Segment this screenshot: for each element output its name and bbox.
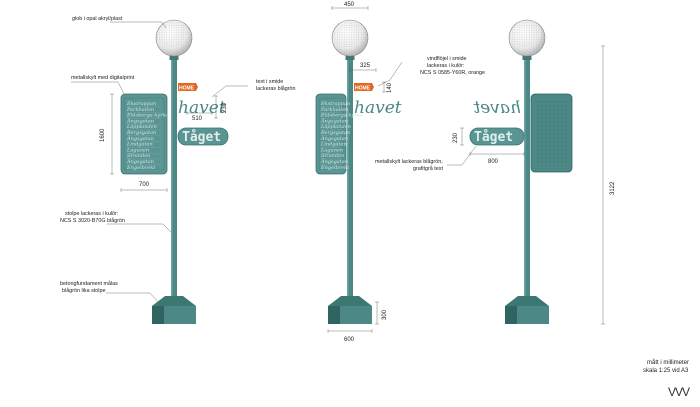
- panel-row: Ängsgatan: [126, 117, 154, 124]
- panel-row: Parkhallen: [320, 107, 348, 113]
- label-betong-2: blågrön lika stolpe: [62, 287, 105, 294]
- panel-row: Eldsberga kyrka: [126, 113, 169, 119]
- right-globe: [508, 19, 546, 57]
- svg-text:140: 140: [387, 82, 393, 93]
- panel-row: Ängsgatan: [320, 158, 348, 165]
- panel-row: Lagunen: [126, 147, 149, 153]
- panel-row: Lindgatan: [126, 142, 153, 148]
- panel-row: Engelbrekt: [126, 165, 156, 171]
- panel-row: Stranden: [321, 153, 344, 159]
- label-skylt2-1: metallskylt lackeras blågrön,: [375, 158, 443, 165]
- label-text-smide-2: lackeras blågrön: [256, 85, 296, 92]
- label-stolpe-2: NCS S 3020-B70G blågrön: [60, 217, 125, 224]
- right-havet-text: havet: [473, 98, 521, 118]
- panel-row: Eldsberga kyrka: [320, 113, 363, 119]
- middle-foundation: [328, 296, 372, 324]
- left-home-vane: HOME: [178, 83, 198, 91]
- left-taget-sign: Tåget: [177, 127, 229, 146]
- right-taget-sign: Tåget: [469, 127, 525, 146]
- label-skylt2-2: grafitgrå text: [413, 165, 443, 172]
- panel-row: Ängsgatan: [126, 158, 154, 165]
- left-pole: [171, 58, 177, 302]
- label-vindflojel-3: NCS S 0585-Y60R, orange: [420, 70, 485, 76]
- svg-text:300: 300: [382, 309, 388, 320]
- svg-text:230: 230: [453, 132, 459, 143]
- left-globe: [155, 19, 193, 57]
- svg-text:Tåget: Tåget: [182, 130, 221, 145]
- svg-text:700: 700: [139, 182, 150, 188]
- middle-globe: [331, 19, 369, 57]
- panel-row: Ängsgatan: [126, 135, 154, 142]
- label-vindflojel-1: vindflöjel i smide: [427, 56, 467, 62]
- svg-text:HOME: HOME: [179, 85, 195, 91]
- svg-text:HOME: HOME: [355, 85, 371, 91]
- left-dimensions: [110, 93, 218, 192]
- svg-text:800: 800: [488, 159, 499, 165]
- label-text-smide-1: text i smide: [256, 79, 283, 85]
- svg-text:325: 325: [360, 63, 371, 69]
- panel-row: Läpplanden: [126, 124, 157, 130]
- svg-text:Tåget: Tåget: [474, 130, 513, 145]
- label-vindflojel-2: lackeras i kulör:: [427, 63, 464, 69]
- footer-logo: VVV: [668, 385, 690, 399]
- panel-row: Lindgatan: [320, 142, 347, 148]
- panel-row: Parkhallen: [126, 107, 154, 113]
- panel-row: Bergsgatan: [320, 130, 350, 136]
- label-glob: glob i opal akryl/plast: [72, 16, 123, 22]
- svg-text:510: 510: [192, 116, 203, 122]
- panel-row: Ekstrappan: [126, 101, 156, 107]
- middle-home-vane: HOME: [354, 83, 374, 91]
- panel-row: Stranden: [127, 153, 150, 159]
- svg-text:230: 230: [222, 102, 228, 113]
- svg-text:450: 450: [344, 2, 355, 8]
- middle-havet-text: havet: [354, 98, 402, 118]
- left-foundation: [152, 296, 196, 324]
- svg-text:600: 600: [344, 337, 355, 343]
- left-havet-text: havet: [178, 98, 226, 118]
- panel-row: Ekstrappan: [320, 101, 350, 107]
- middle-dimensions: [327, 6, 386, 333]
- panel-row: Ängsgatan: [320, 117, 348, 124]
- panel-row: Läpplanden: [320, 124, 351, 130]
- footer-units: mått i millimeter: [647, 359, 689, 366]
- panel-row: Bergsgatan: [126, 130, 156, 136]
- footer-scale: skala 1:25 vid A3: [643, 368, 689, 374]
- right-rear-panel: [530, 93, 573, 173]
- right-signpost: havet Tåget metallskylt lackeras blågrön…: [375, 19, 616, 325]
- panel-row: Engelbrekt: [320, 165, 350, 171]
- right-dimensions: [460, 45, 605, 325]
- label-betong-1: betongfundament målas: [60, 280, 118, 287]
- label-metallskylt: metallskylt med digitalprint: [71, 75, 135, 81]
- svg-text:3122: 3122: [610, 181, 616, 195]
- svg-text:1600: 1600: [100, 128, 106, 142]
- label-stolpe-1: stolpe lackeras i kulör:: [65, 211, 118, 217]
- right-foundation: [505, 296, 549, 324]
- panel-row: Ängsgatan: [320, 135, 348, 142]
- panel-row: Lagunen: [320, 147, 343, 153]
